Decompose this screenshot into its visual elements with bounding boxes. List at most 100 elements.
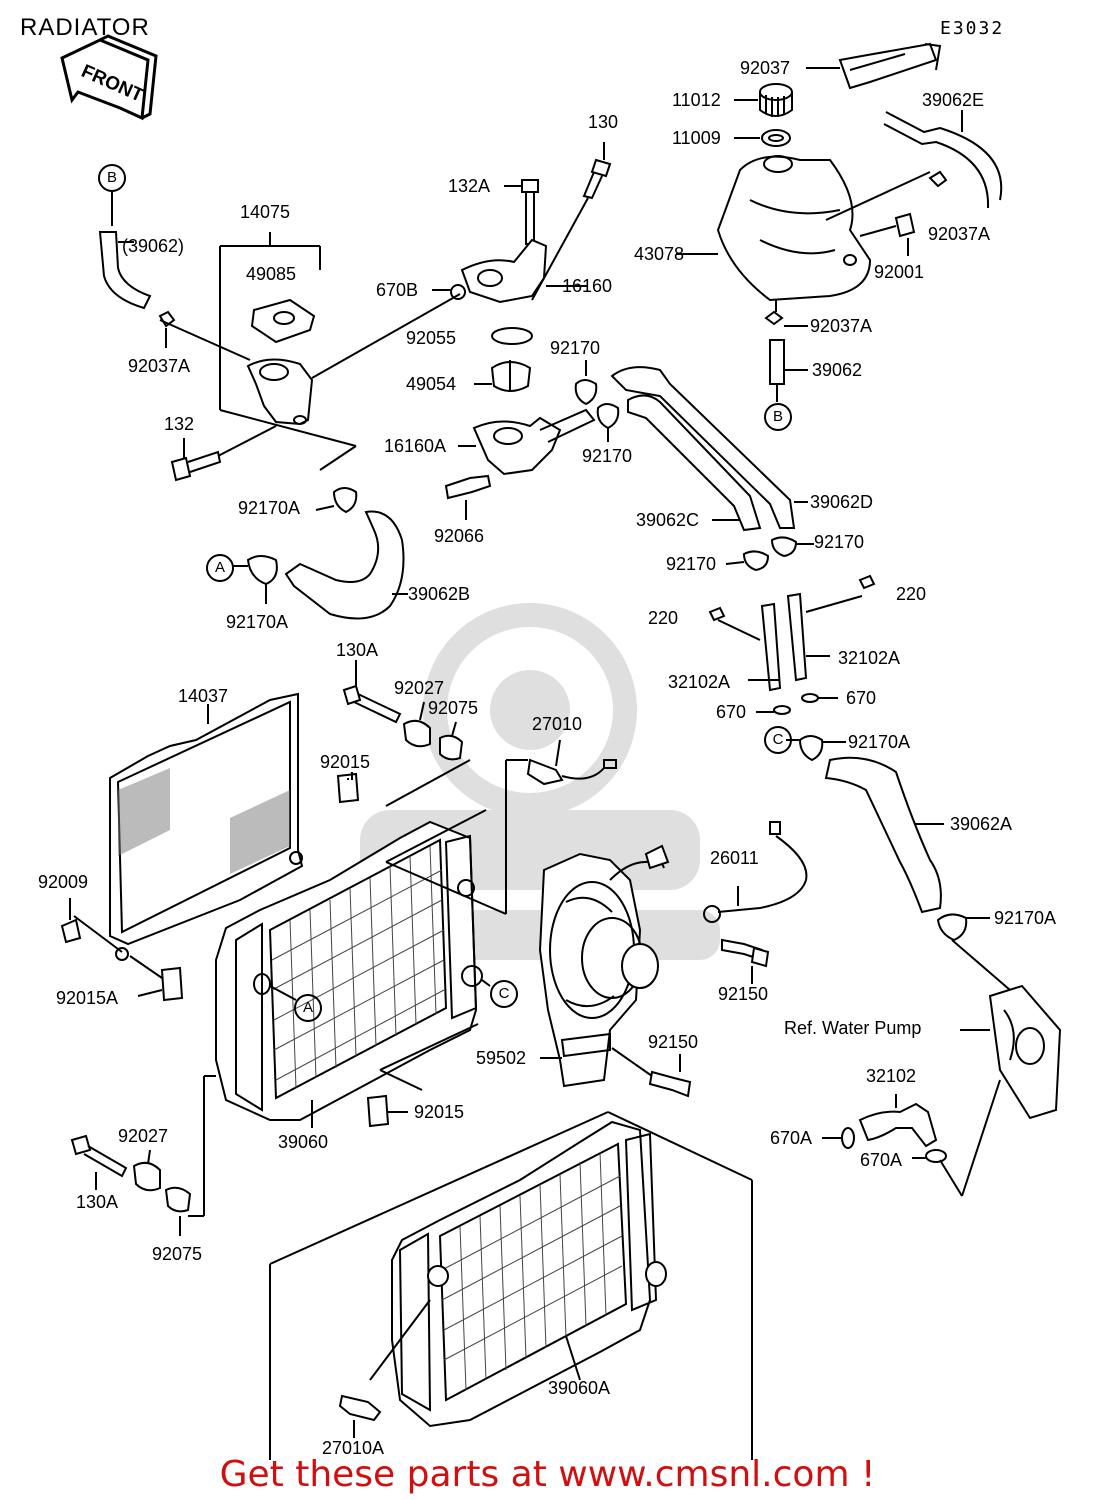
label-27010A: 27010A bbox=[322, 1438, 385, 1458]
footer-link-text[interactable]: Get these parts at www.cmsnl.com ! bbox=[219, 1454, 876, 1495]
label-11012: 11012 bbox=[672, 90, 721, 110]
part-27010-sensor bbox=[506, 739, 617, 786]
label-32102A-a: 32102A bbox=[668, 672, 731, 692]
label-11009: 11009 bbox=[672, 128, 721, 148]
label-27010: 27010 bbox=[532, 714, 583, 734]
label-92015-low: 92015 bbox=[414, 1102, 465, 1122]
label-670B: 670B bbox=[376, 280, 419, 300]
label-39062C: 39062C bbox=[636, 510, 700, 530]
part-26011-wire bbox=[703, 821, 808, 923]
label-59502: 59502 bbox=[476, 1048, 527, 1068]
part-32102A-pipes bbox=[708, 574, 876, 715]
label-92037: 92037 bbox=[740, 58, 791, 78]
drawing-code: E3032 bbox=[940, 18, 1005, 39]
part-39060A-radiator bbox=[269, 1111, 753, 1460]
ref-b-right: B bbox=[764, 403, 792, 431]
part-11012-cap bbox=[734, 83, 793, 117]
part-39062CD-hoses bbox=[610, 366, 814, 572]
label-670A-b: 670A bbox=[860, 1150, 903, 1170]
label-92170-d: 92170 bbox=[666, 554, 717, 574]
part-27010A-sensor bbox=[338, 1394, 382, 1438]
part-92037-bracket bbox=[806, 42, 942, 90]
ref-a-mid: A bbox=[294, 994, 322, 1022]
label-92170-b: 92170 bbox=[582, 446, 633, 466]
ref-b-left: B bbox=[98, 164, 126, 192]
label-92170A-right: 92170A bbox=[848, 732, 911, 752]
part-39062E-hose bbox=[825, 110, 1003, 221]
label-92015A: 92015A bbox=[56, 988, 119, 1008]
part-tank-drain bbox=[764, 300, 808, 402]
label-130A-top: 130A bbox=[336, 640, 379, 660]
part-39060-radiator bbox=[215, 759, 507, 1128]
label-92001: 92001 bbox=[874, 262, 925, 282]
label-39060A: 39060A bbox=[548, 1378, 611, 1398]
ref-a-left: A bbox=[206, 554, 234, 582]
label-92170A-low: 92170A bbox=[994, 908, 1057, 928]
label-92170-a: 92170 bbox=[550, 338, 601, 358]
part-32102-pipe bbox=[822, 1094, 947, 1163]
label-130: 130 bbox=[588, 112, 619, 132]
part-14037-screen bbox=[60, 692, 304, 979]
part-130A-low-bolt bbox=[70, 1075, 216, 1236]
label-49054: 49054 bbox=[406, 374, 457, 394]
label-220-b: 220 bbox=[896, 584, 927, 604]
part-49054-thermostat bbox=[474, 360, 532, 392]
label-670-a: 670 bbox=[716, 702, 747, 722]
part-130A-top-bolt bbox=[342, 660, 464, 761]
part-92015-clips bbox=[137, 772, 408, 1128]
label-26011: 26011 bbox=[710, 848, 759, 868]
label-92150-a: 92150 bbox=[718, 984, 769, 1004]
label-14037: 14037 bbox=[178, 686, 229, 706]
label-39062A: 39062A bbox=[950, 814, 1013, 834]
label-92170A-left: 92170A bbox=[226, 612, 289, 632]
label-92009: 92009 bbox=[38, 872, 89, 892]
front-arrow: FRONT bbox=[60, 34, 158, 121]
part-39062-left-hose bbox=[98, 190, 176, 348]
label-92170A-mid: 92170A bbox=[238, 498, 301, 518]
label-130A-low: 130A bbox=[76, 1192, 119, 1212]
diagram-title: RADIATOR bbox=[20, 14, 150, 41]
label-39062-right: 39062 bbox=[812, 360, 863, 380]
label-92075-low: 92075 bbox=[152, 1244, 203, 1264]
label-92027-top: 92027 bbox=[394, 678, 445, 698]
label-32102A-b: 32102A bbox=[838, 648, 901, 668]
label-92075-top: 92075 bbox=[428, 698, 479, 718]
label-92055: 92055 bbox=[406, 328, 457, 348]
label-92015-top: 92015 bbox=[320, 752, 371, 772]
label-92037A-left: 92037A bbox=[128, 356, 191, 376]
part-92150-bolts bbox=[611, 938, 770, 1098]
label-670-b: 670 bbox=[846, 688, 877, 708]
part-16160-housing bbox=[432, 142, 612, 345]
part-16160A-housing bbox=[444, 408, 596, 520]
label-39062B: 39062B bbox=[408, 584, 471, 604]
label-92066: 92066 bbox=[434, 526, 485, 546]
label-92037A-mid: 92037A bbox=[810, 316, 873, 336]
label-49085: 49085 bbox=[246, 264, 297, 284]
label-92037A-top: 92037A bbox=[928, 224, 991, 244]
part-water-pump-ref bbox=[939, 984, 1062, 1197]
label-43078: 43078 bbox=[634, 244, 685, 264]
label-16160: 16160 bbox=[562, 276, 613, 296]
part-39062A-hose bbox=[786, 735, 1011, 991]
label-32102: 32102 bbox=[866, 1066, 917, 1086]
part-92001-bolt bbox=[859, 212, 916, 256]
part-11009-washer bbox=[734, 129, 791, 147]
label-ref-water-pump: Ref. Water Pump bbox=[784, 1018, 922, 1038]
part-59502-fan bbox=[538, 844, 670, 1088]
label-39060: 39060 bbox=[278, 1132, 329, 1152]
label-39062E: 39062E bbox=[922, 90, 985, 110]
ref-c-right: C bbox=[764, 726, 792, 754]
part-14075-group bbox=[159, 232, 461, 471]
ref-c-mid: C bbox=[490, 980, 518, 1008]
part-132-bolt bbox=[170, 425, 277, 482]
part-39062B-hose bbox=[232, 487, 408, 620]
part-43078-reserve-tank bbox=[676, 155, 872, 302]
label-92150-b: 92150 bbox=[648, 1032, 699, 1052]
label-39062D: 39062D bbox=[810, 492, 874, 512]
label-16160A: 16160A bbox=[384, 436, 447, 456]
label-132A: 132A bbox=[448, 176, 491, 196]
label-670A-a: 670A bbox=[770, 1128, 813, 1148]
part-92170-clamps-top bbox=[574, 360, 620, 442]
label-92027-low: 92027 bbox=[118, 1126, 169, 1146]
